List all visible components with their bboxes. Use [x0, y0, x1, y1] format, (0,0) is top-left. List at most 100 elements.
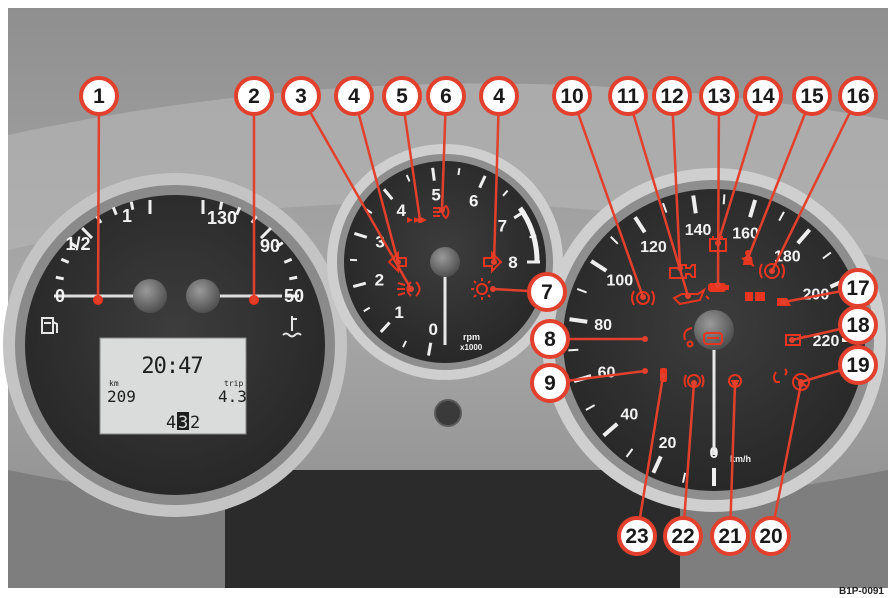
fuel-tick-1: 1 — [122, 206, 132, 226]
tachometer-tick-label: 4 — [397, 201, 407, 220]
fog-light-icon — [397, 281, 421, 297]
coolant-thermometer-icon — [282, 316, 302, 338]
tachometer-tick — [478, 175, 487, 189]
callout-leader-end — [640, 294, 646, 300]
speedometer-tick — [569, 317, 588, 324]
speedometer-tick — [778, 211, 785, 222]
callout-circle — [334, 76, 374, 116]
callout-leader-end — [660, 373, 666, 379]
left-dial-tick — [60, 257, 70, 264]
left-dial-tick — [259, 227, 272, 240]
callout-number: 18 — [846, 314, 870, 337]
tachometer-tick-label: 1 — [394, 303, 403, 322]
fuel-pump-icon — [41, 317, 58, 334]
abs-icon — [759, 263, 785, 279]
callout-circle — [710, 516, 750, 556]
callout-leader-end — [798, 381, 804, 387]
left-dial-tick — [81, 227, 94, 240]
callout-leader — [769, 383, 803, 537]
callout-leader-end — [490, 286, 496, 292]
callout-circle — [281, 76, 321, 116]
speedometer-tick-label: 20 — [659, 435, 677, 452]
tachometer-tick — [502, 189, 509, 197]
tachometer-tick-label: 2 — [375, 271, 384, 290]
callout-leader-end — [732, 380, 738, 386]
left-dial-tick — [289, 275, 298, 281]
oil-pressure-icon — [672, 287, 710, 306]
left-dial-tick — [275, 241, 284, 249]
tachometer-tick — [363, 306, 371, 313]
tachometer-unit-multiplier: x1000 — [460, 343, 483, 352]
left-turn-signal-icon — [387, 250, 407, 274]
temp-needle-hub — [186, 279, 220, 313]
speedometer-tick — [602, 422, 619, 438]
electronic-stability-icon — [703, 332, 723, 345]
trip-reset-knob[interactable] — [434, 399, 462, 427]
speedometer-tick-label: 120 — [640, 239, 667, 256]
callout-circle — [792, 76, 832, 116]
callout-leader-end — [745, 255, 751, 261]
callout-circle — [79, 76, 119, 116]
tachometer-tick — [353, 232, 368, 239]
temp-tick-130: 130 — [207, 208, 237, 228]
left-dial-tick — [129, 201, 135, 210]
lcd-trip-label: trip — [224, 379, 243, 388]
callout-leader — [626, 95, 690, 297]
speedometer-tick — [822, 251, 832, 260]
callout-circle — [530, 363, 570, 403]
lcd-odometer-label: km — [109, 379, 119, 388]
callout-number: 7 — [541, 281, 553, 304]
callout-number: 13 — [707, 85, 730, 108]
speedometer-tick-label: 100 — [606, 272, 633, 289]
callout-leader — [352, 95, 400, 263]
callout-circle — [838, 345, 878, 385]
tachometer-redline — [517, 206, 540, 263]
callout-leader — [400, 95, 422, 221]
callout-number: 2 — [248, 85, 260, 108]
callout-leader-end — [789, 337, 795, 343]
callout-circle — [743, 76, 783, 116]
callout-circle — [699, 76, 739, 116]
callout-leader — [299, 95, 413, 290]
speedometer-tick — [576, 288, 587, 294]
tachometer-tick — [427, 342, 433, 356]
lcd-clock: 20:47 — [141, 354, 202, 379]
callout-leader — [681, 382, 696, 537]
steering-column — [225, 470, 680, 588]
callout-number: 21 — [718, 525, 742, 548]
callout-number: 11 — [617, 85, 640, 108]
callout-circle — [479, 76, 519, 116]
tachometer-tick-label: 5 — [431, 186, 440, 205]
callout-circle — [382, 76, 422, 116]
lcd-gear-prev: 4 — [166, 413, 176, 433]
lcd-display — [99, 337, 247, 435]
callout-circle — [426, 76, 466, 116]
coolant-level-icon — [745, 292, 765, 301]
speedometer-tick-label: 80 — [594, 317, 612, 334]
callout-leader — [670, 95, 682, 269]
tachometer-tick-label: 6 — [469, 191, 478, 210]
tachometer-tick — [405, 174, 411, 182]
callout-leader-end — [642, 368, 648, 374]
speedometer-tick — [748, 199, 758, 218]
speedometer-tick — [610, 236, 619, 245]
tachometer-tick — [382, 188, 394, 201]
callout-circle — [838, 76, 878, 116]
callout-leader-end — [685, 293, 691, 299]
speedometer-tick — [568, 348, 579, 352]
callout-circle — [552, 76, 592, 116]
speedometer-tick-label: 220 — [813, 333, 840, 350]
speedometer-tick-label: 140 — [685, 222, 712, 239]
speedometer-tick — [590, 259, 608, 273]
callout-leader-end — [691, 380, 697, 386]
left-dial-tick — [69, 241, 78, 249]
engine-check-icon — [669, 264, 696, 279]
callout-leader — [728, 382, 737, 537]
callout-number: 5 — [396, 85, 408, 108]
left-dial-tick — [55, 275, 64, 281]
speedometer-tick — [681, 472, 687, 483]
speedometer-tick — [796, 228, 812, 245]
callout-number: 6 — [440, 85, 452, 108]
